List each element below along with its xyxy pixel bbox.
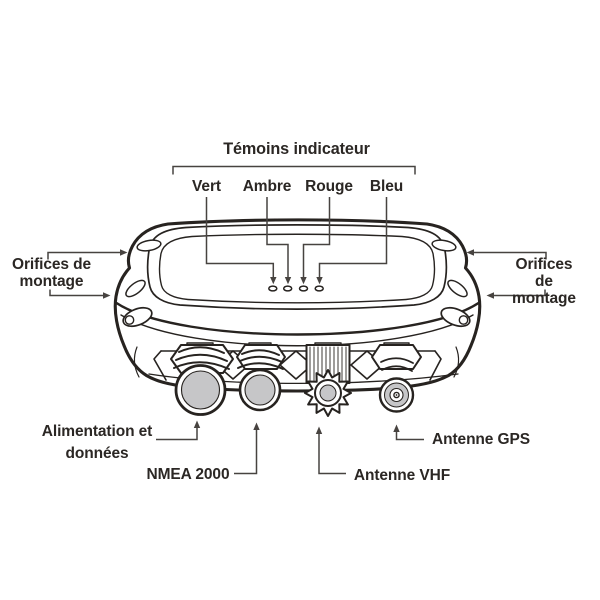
lid-edge-inner-line [120,314,474,347]
label-nmea2000: NMEA 2000 [146,466,230,483]
callout-line-mount-left-bottom [49,289,104,297]
mounting-slot-mid-left [125,279,146,298]
nmea-connector-face [244,374,276,406]
led-indicators [268,285,324,292]
led-amber [282,285,293,292]
top-face-inner [158,233,436,304]
top-face-outer [146,224,448,310]
arrowhead-mount-right-top [466,249,474,256]
nmea-rib-1 [241,349,280,356]
arrowhead-vhf [315,426,323,434]
arrowhead-ambre [284,277,292,285]
label-mounting-holes-left: Orifices de montage [11,256,92,291]
label-led-red: Rouge [305,177,353,195]
mounting-slot-top-left [136,239,162,252]
arrowhead-rouge [300,277,307,285]
mounting-slot-top-right [431,239,457,252]
callout-line-rouge [302,197,331,278]
gps-hex-nut [371,344,422,370]
callout-line-mount-left-top [47,251,121,260]
callout-line-bleu [318,197,388,278]
indicators-bracket [172,165,416,175]
gps-connector-pin-dot [395,394,398,396]
label-gps-antenna: Antenne GPS [432,431,530,448]
power-rib-3 [173,361,230,370]
callout-line-vhf [318,433,346,475]
indicators-title: Témoins indicateur [223,140,370,158]
callout-line-nmea [234,429,258,475]
arrowhead-mount-left-top [120,249,128,256]
callout-line-mount-right-bottom [493,289,546,297]
callout-line-gps [395,431,424,441]
gps-rib-1 [380,357,414,364]
mounting-hole-lower-left-pin [124,315,135,325]
power-connector-face [180,370,221,410]
nmea-rib-3 [237,362,284,370]
led-blue [314,285,324,292]
mounting-holes [122,239,471,328]
power-hex-nut [170,344,234,374]
arrowhead-bleu [316,277,323,285]
vhf-connector-face [319,384,337,402]
callout-line-ambre [266,197,289,278]
arrowhead-power [193,420,201,428]
label-led-green: Vert [192,177,221,195]
label-vhf-antenna: Antenne VHF [353,466,451,484]
callout-line-vert [205,197,275,278]
label-led-blue: Bleu [369,177,404,195]
arrowhead-gps [393,424,400,432]
vhf-threads [309,346,347,382]
power-rib-2 [175,353,228,362]
led-green [268,285,278,292]
arrowhead-vert [270,277,277,285]
mounting-slot-mid-right [447,279,468,298]
label-mounting-holes-right: Orifices de montage [512,256,576,308]
gps-rib-2 [381,365,413,372]
nmea-rib-2 [239,355,283,363]
connector-gps [371,344,422,413]
led-red [298,285,309,292]
connector-vhf [304,344,352,417]
skirt-left-cap [153,350,167,381]
power-rib-1 [178,346,225,354]
callout-line-mount-right-top [473,251,547,260]
label-power-data: Alimentation et données [41,423,153,462]
callout-line-power [156,427,198,441]
arrowhead-mount-right-bottom [486,292,494,299]
arrowhead-mount-left-bottom [103,292,111,299]
arrowhead-nmea [253,422,260,430]
mounting-hole-lower-right-pin [458,315,469,325]
connector-power-data [170,344,234,416]
label-led-amber: Ambre [242,177,292,195]
callouts [47,165,547,475]
skirt-right-cap [429,350,442,381]
corner-crease-left [133,346,140,378]
connector-nmea2000 [236,344,286,412]
